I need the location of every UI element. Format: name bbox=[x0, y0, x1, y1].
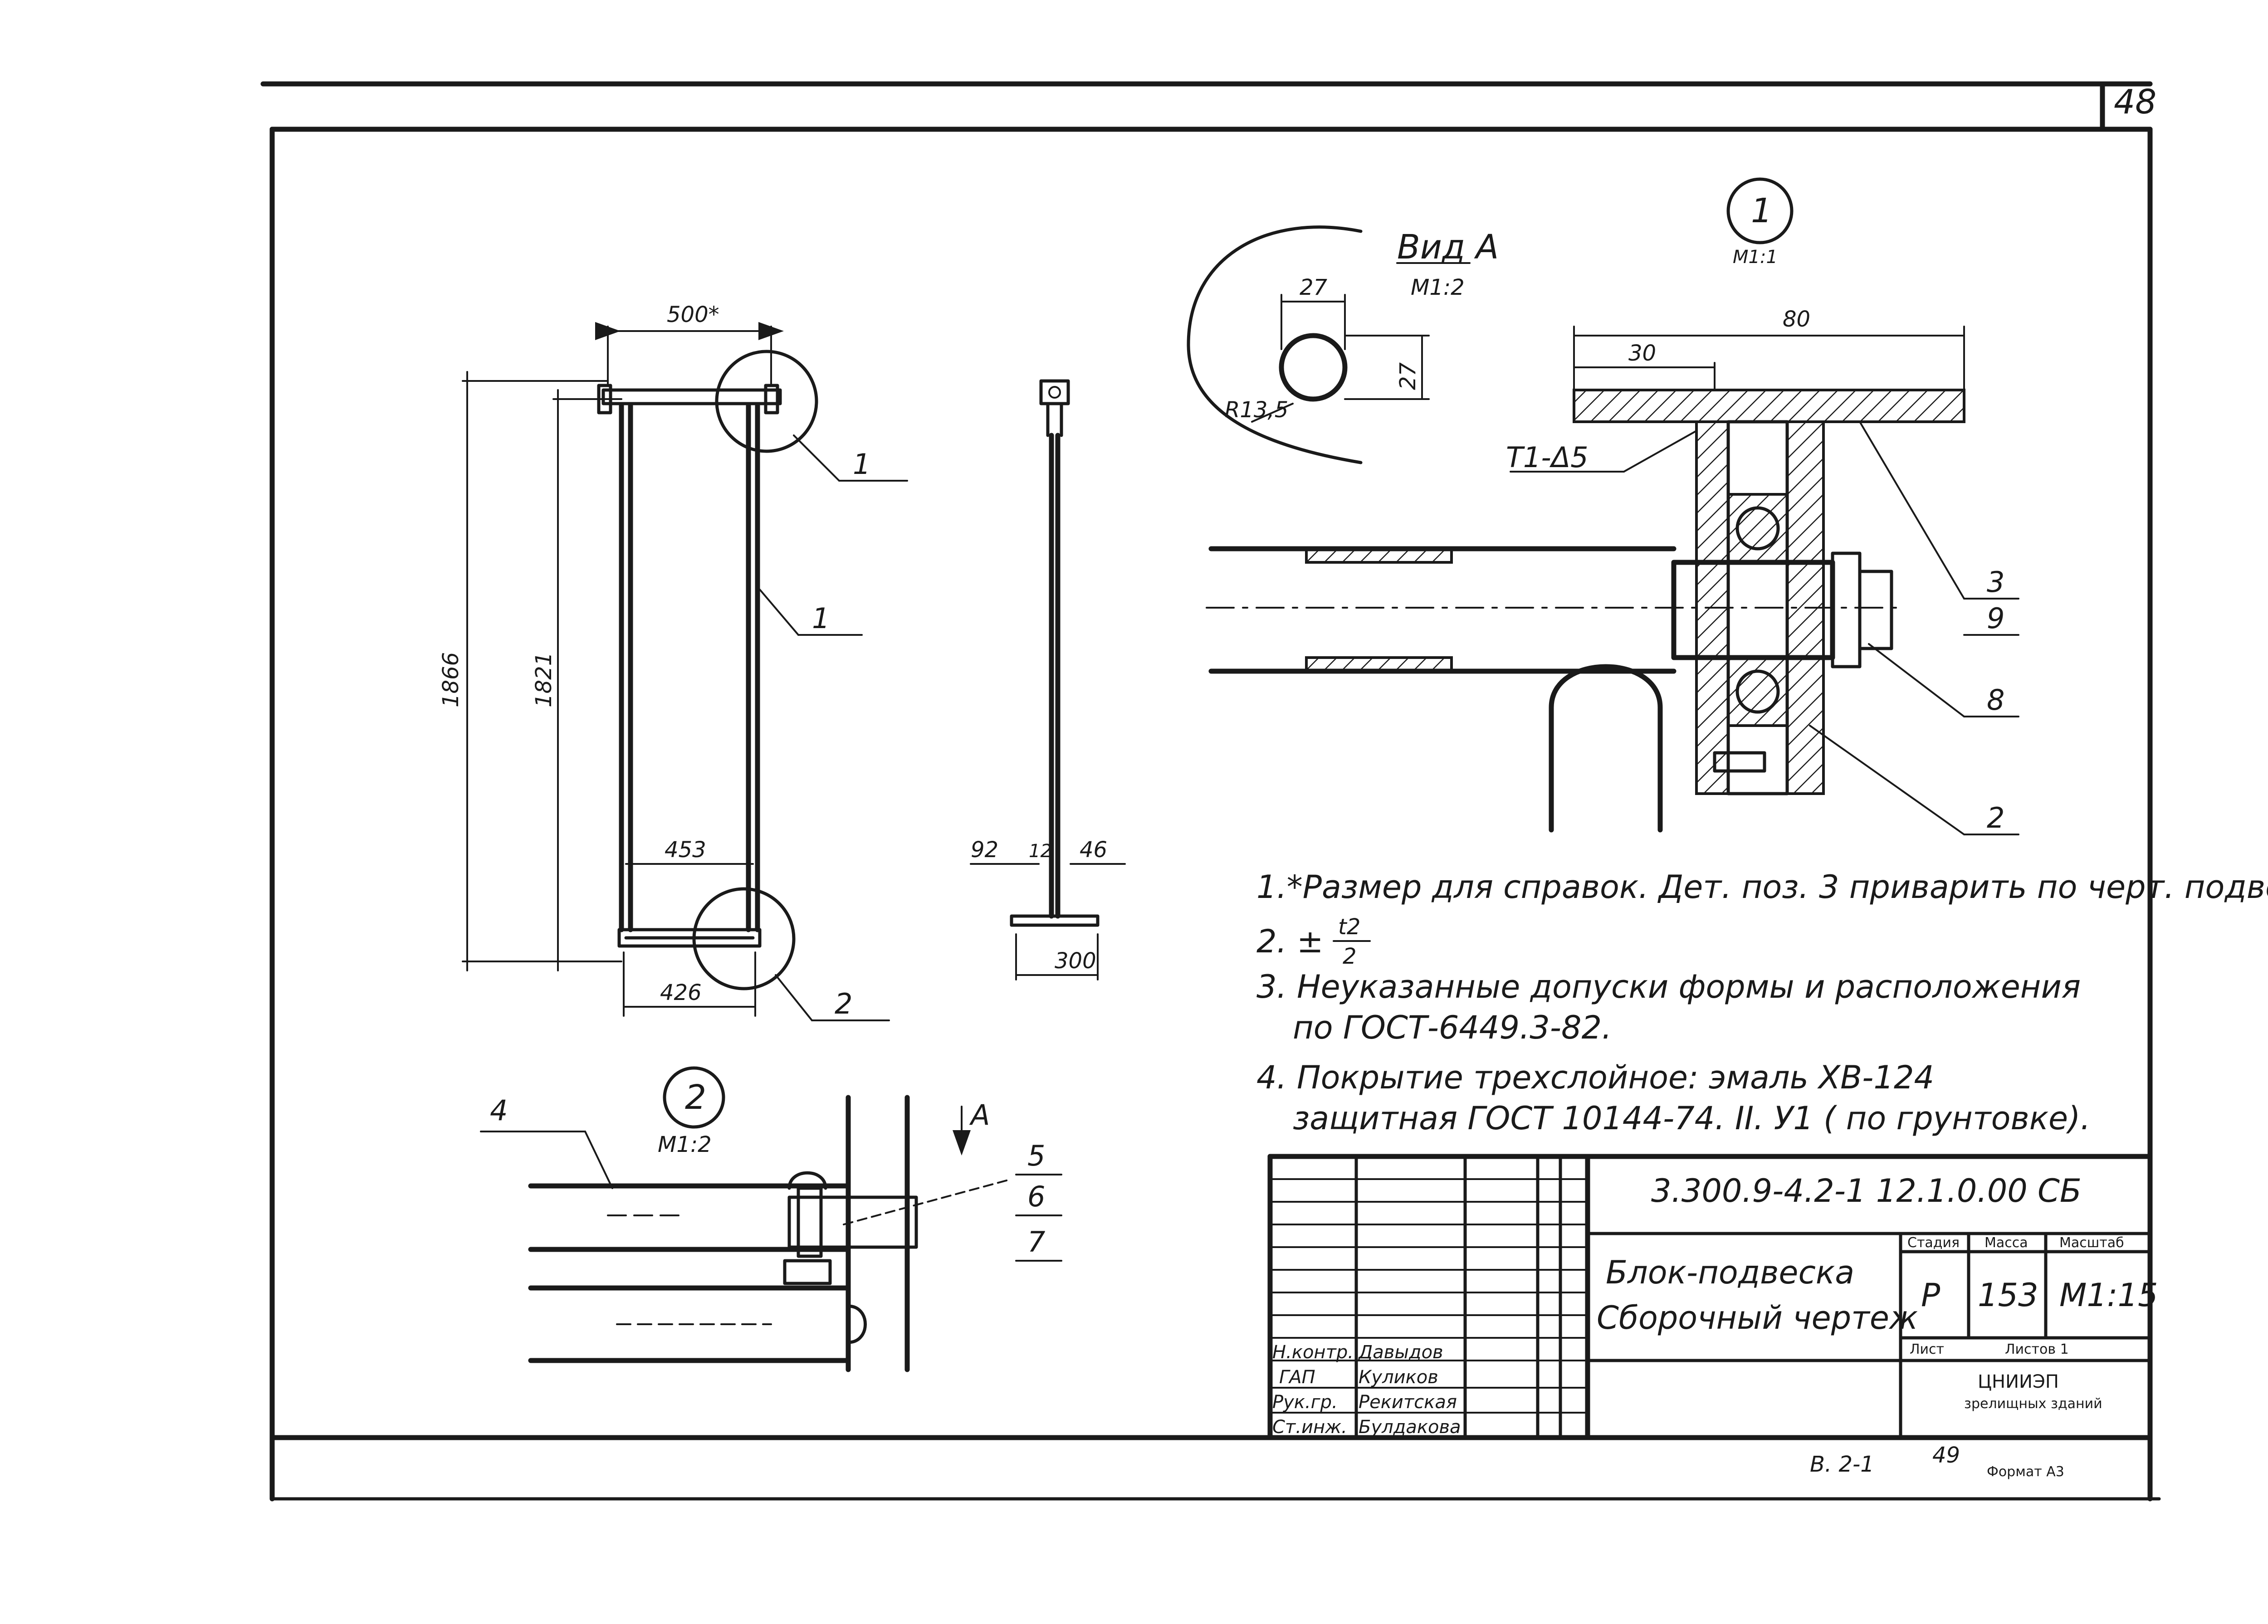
detail-2-pos-4: 4 bbox=[490, 1094, 508, 1127]
callout-1-top: 1 bbox=[853, 448, 870, 481]
dim-side-46: 46 bbox=[1080, 837, 1107, 863]
view-a-dim-27-w: 27 bbox=[1300, 275, 1328, 300]
detail-1-pos-2: 2 bbox=[1987, 801, 2004, 834]
detail-2-pos-5: 5 bbox=[1027, 1139, 1045, 1172]
tb-designation: 3.300.9-4.2-1 12.1.0.00 СБ bbox=[1651, 1172, 2082, 1209]
note-2-numerator: t2 bbox=[1338, 914, 1360, 940]
detail-1-pos-3: 3 bbox=[1987, 566, 2004, 599]
tb-name-1: Давыдов bbox=[1358, 1342, 1443, 1363]
tb-org: ЦНИИЭП bbox=[1978, 1371, 2059, 1392]
note-3a: 3. Неуказанные допуски формы и расположе… bbox=[1256, 968, 2081, 1005]
detail-1-dim-80: 80 bbox=[1783, 307, 1810, 332]
detail-1-weld: Т1-Δ5 bbox=[1506, 441, 1589, 474]
tb-role-4: Ст.инж. bbox=[1272, 1417, 1347, 1438]
view-a-scale: М1:2 bbox=[1411, 275, 1465, 300]
sheet-frame bbox=[260, 81, 2161, 1502]
tb-role-2: ГАП bbox=[1279, 1367, 1315, 1388]
detail-1-pos-8: 8 bbox=[1987, 683, 2004, 717]
sheet-format: Формат А3 bbox=[1987, 1464, 2064, 1480]
dim-width-500: 500* bbox=[667, 302, 719, 327]
dim-side-300: 300 bbox=[1055, 948, 1096, 974]
detail-1 bbox=[1206, 177, 2019, 835]
footer-page: 49 bbox=[1932, 1443, 1960, 1468]
callout-2-bottom: 2 bbox=[835, 987, 852, 1020]
callout-1-rod: 1 bbox=[812, 602, 830, 635]
detail-1-dim-30: 30 bbox=[1628, 341, 1656, 366]
detail-2-pos-6: 6 bbox=[1027, 1180, 1045, 1213]
tb-sheet-label: Лист bbox=[1910, 1341, 1944, 1357]
detail-2 bbox=[480, 1066, 1062, 1372]
view-a-radius: R13,5 bbox=[1225, 397, 1288, 423]
title-block bbox=[1267, 1154, 2153, 1440]
side-view bbox=[970, 379, 1126, 980]
detail-2-view-mark: А bbox=[969, 1098, 990, 1131]
tb-name-4: Булдакова bbox=[1359, 1417, 1461, 1438]
tb-role-1: Н.контр. bbox=[1272, 1342, 1354, 1363]
note-1: 1.*Размер для справок. Дет. поз. 3 прива… bbox=[1256, 868, 2268, 906]
tb-name-line2: Сборочный чертеж bbox=[1597, 1299, 1918, 1336]
tb-role-3: Рук.гр. bbox=[1272, 1392, 1338, 1413]
main-view bbox=[462, 322, 908, 1021]
tb-col-stage: Стадия bbox=[1907, 1235, 1960, 1251]
dim-side-12: 12 bbox=[1029, 841, 1052, 862]
view-a bbox=[1187, 225, 1471, 464]
tb-sheets-label: Листов 1 bbox=[2005, 1341, 2069, 1357]
detail-1-number: 1 bbox=[1751, 191, 1772, 230]
dim-bottom-426: 426 bbox=[660, 980, 702, 1005]
dim-side-92: 92 bbox=[971, 837, 998, 863]
note-2-denominator: 2 bbox=[1343, 944, 1357, 969]
view-a-dim-27-h: 27 bbox=[1395, 362, 1421, 390]
detail-1-pos-9: 9 bbox=[1987, 602, 2004, 635]
tb-org-sub: зрелищных зданий bbox=[1964, 1396, 2102, 1412]
detail-1-scale: М1:1 bbox=[1733, 247, 1778, 268]
notes: 1.*Размер для справок. Дет. поз. 3 прива… bbox=[1256, 868, 2268, 1137]
tb-stage: Р bbox=[1921, 1277, 1941, 1314]
tb-name-line1: Блок-подвеска bbox=[1606, 1254, 1854, 1291]
detail-2-scale: М1:2 bbox=[658, 1132, 712, 1157]
page-number: 48 bbox=[2114, 83, 2156, 122]
note-3b: по ГОСТ-6449.3-82. bbox=[1293, 1009, 1612, 1046]
detail-2-pos-7: 7 bbox=[1027, 1225, 1045, 1258]
dim-inner-453: 453 bbox=[665, 837, 706, 863]
dim-height-1821: 1821 bbox=[531, 652, 557, 707]
tb-name-3: Рекитская bbox=[1359, 1392, 1457, 1413]
note-4a: 4. Покрытие трехслойное: эмаль ХВ-124 bbox=[1256, 1059, 1934, 1096]
tb-mass: 153 bbox=[1978, 1277, 2038, 1314]
tb-scale: М1:15 bbox=[2059, 1277, 2158, 1314]
note-2-prefix: 2. ± bbox=[1256, 923, 1324, 960]
tb-col-scale: Масштаб bbox=[2059, 1235, 2124, 1251]
detail-2-number: 2 bbox=[685, 1078, 706, 1117]
view-a-title: Вид А bbox=[1397, 228, 1499, 267]
note-4b: защитная ГОСТ 10144-74. II. У1 ( по грун… bbox=[1293, 1100, 2091, 1137]
tb-name-2: Куликов bbox=[1359, 1367, 1438, 1388]
dim-height-1866: 1866 bbox=[438, 652, 464, 707]
footer-code: В. 2-1 bbox=[1810, 1452, 1874, 1477]
tb-col-mass: Масса bbox=[1984, 1235, 2028, 1251]
